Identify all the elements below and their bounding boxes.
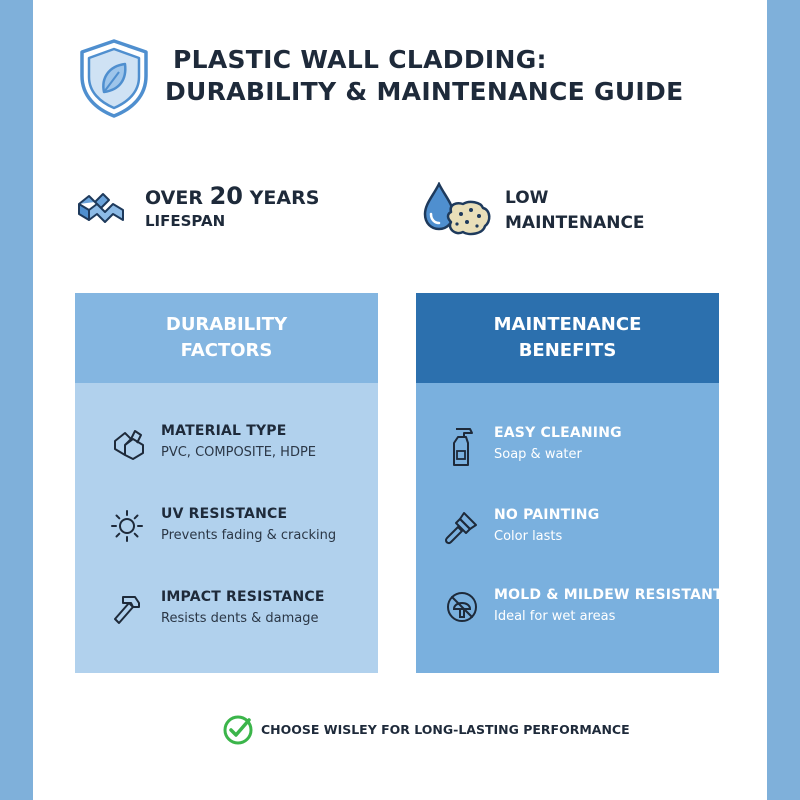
- durability-item-material: MATERIAL TYPE PVC, COMPOSITE, HDPE: [109, 423, 369, 473]
- durability-item-desc: PVC, COMPOSITE, HDPE: [161, 445, 317, 460]
- durability-item-name: IMPACT RESISTANCE: [161, 589, 325, 605]
- durability-panel: DURABILITY FACTORS MATERIAL TYPE PVC, CO…: [75, 293, 378, 673]
- maintenance-panel-header: MAINTENANCE BENEFITS: [416, 293, 719, 383]
- durability-item-uv: UV RESISTANCE Prevents fading & cracking: [109, 506, 369, 556]
- guide-card: PLASTIC WALL CLADDING: DURABILITY & MAIN…: [33, 0, 767, 800]
- material-blocks-icon: [114, 430, 144, 460]
- maintenance-item-cleaning: EASY CLEANING Soap & water: [442, 425, 702, 475]
- durability-item-desc: Resists dents & damage: [161, 611, 319, 626]
- durability-item-name: UV RESISTANCE: [161, 506, 288, 522]
- maintenance-stat: LOW MAINTENANCE: [421, 180, 721, 240]
- maintenance-item-painting: NO PAINTING Color lasts: [442, 507, 702, 557]
- maintenance-title-line2: BENEFITS: [518, 340, 617, 361]
- lifespan-suffix: YEARS: [249, 187, 320, 209]
- maintenance-item-mold: MOLD & MILDEW RESISTANT Ideal for wet ar…: [442, 587, 723, 637]
- lifespan-number: 20: [209, 182, 243, 210]
- title-line-2: DURABILITY & MAINTENANCE GUIDE: [165, 77, 684, 106]
- lifespan-stat: OVER 20 YEARS LIFESPAN: [75, 180, 375, 240]
- durability-panel-header: DURABILITY FACTORS: [75, 293, 378, 383]
- durability-title-line2: FACTORS: [180, 340, 273, 361]
- durability-item-impact: IMPACT RESISTANCE Resists dents & damage: [109, 589, 369, 639]
- maintenance-title-line1: MAINTENANCE: [493, 314, 642, 335]
- durability-item-name: MATERIAL TYPE: [161, 423, 287, 439]
- footer: CHOOSE WISLEY FOR LONG-LASTING PERFORMAN…: [221, 713, 721, 747]
- maintenance-stat-line2: MAINTENANCE: [505, 213, 645, 233]
- maintenance-panel: MAINTENANCE BENEFITS EASY CLEANING Soap …: [416, 293, 723, 673]
- hammer-icon: [114, 596, 140, 624]
- maintenance-stat-line1: LOW: [505, 188, 549, 208]
- maintenance-item-name: EASY CLEANING: [494, 425, 622, 441]
- maintenance-item-desc: Soap & water: [494, 447, 582, 462]
- panels-icon: [78, 193, 124, 223]
- title-line-1: PLASTIC WALL CLADDING:: [173, 45, 547, 74]
- durability-item-desc: Prevents fading & cracking: [161, 528, 337, 543]
- maintenance-item-name: MOLD & MILDEW RESISTANT: [494, 587, 723, 603]
- shield-leaf-icon: [80, 39, 148, 118]
- footer-text: CHOOSE WISLEY FOR LONG-LASTING PERFORMAN…: [261, 722, 630, 737]
- maintenance-item-name: NO PAINTING: [494, 507, 600, 523]
- sun-icon: [111, 510, 143, 542]
- maintenance-item-desc: Ideal for wet areas: [494, 609, 616, 624]
- no-mold-icon: [447, 592, 477, 622]
- header: PLASTIC WALL CLADDING: DURABILITY & MAIN…: [77, 38, 717, 118]
- lifespan-label: LIFESPAN: [145, 212, 226, 230]
- maintenance-item-desc: Color lasts: [494, 529, 563, 544]
- paintbrush-icon: [445, 512, 477, 545]
- water-sponge-icon: [423, 182, 491, 236]
- check-circle-icon: [223, 715, 253, 745]
- page-title: PLASTIC WALL CLADDING: DURABILITY & MAIN…: [165, 44, 683, 108]
- durability-title-line1: DURABILITY: [165, 314, 288, 335]
- spray-bottle-icon: [453, 428, 473, 466]
- lifespan-prefix: OVER: [145, 187, 203, 209]
